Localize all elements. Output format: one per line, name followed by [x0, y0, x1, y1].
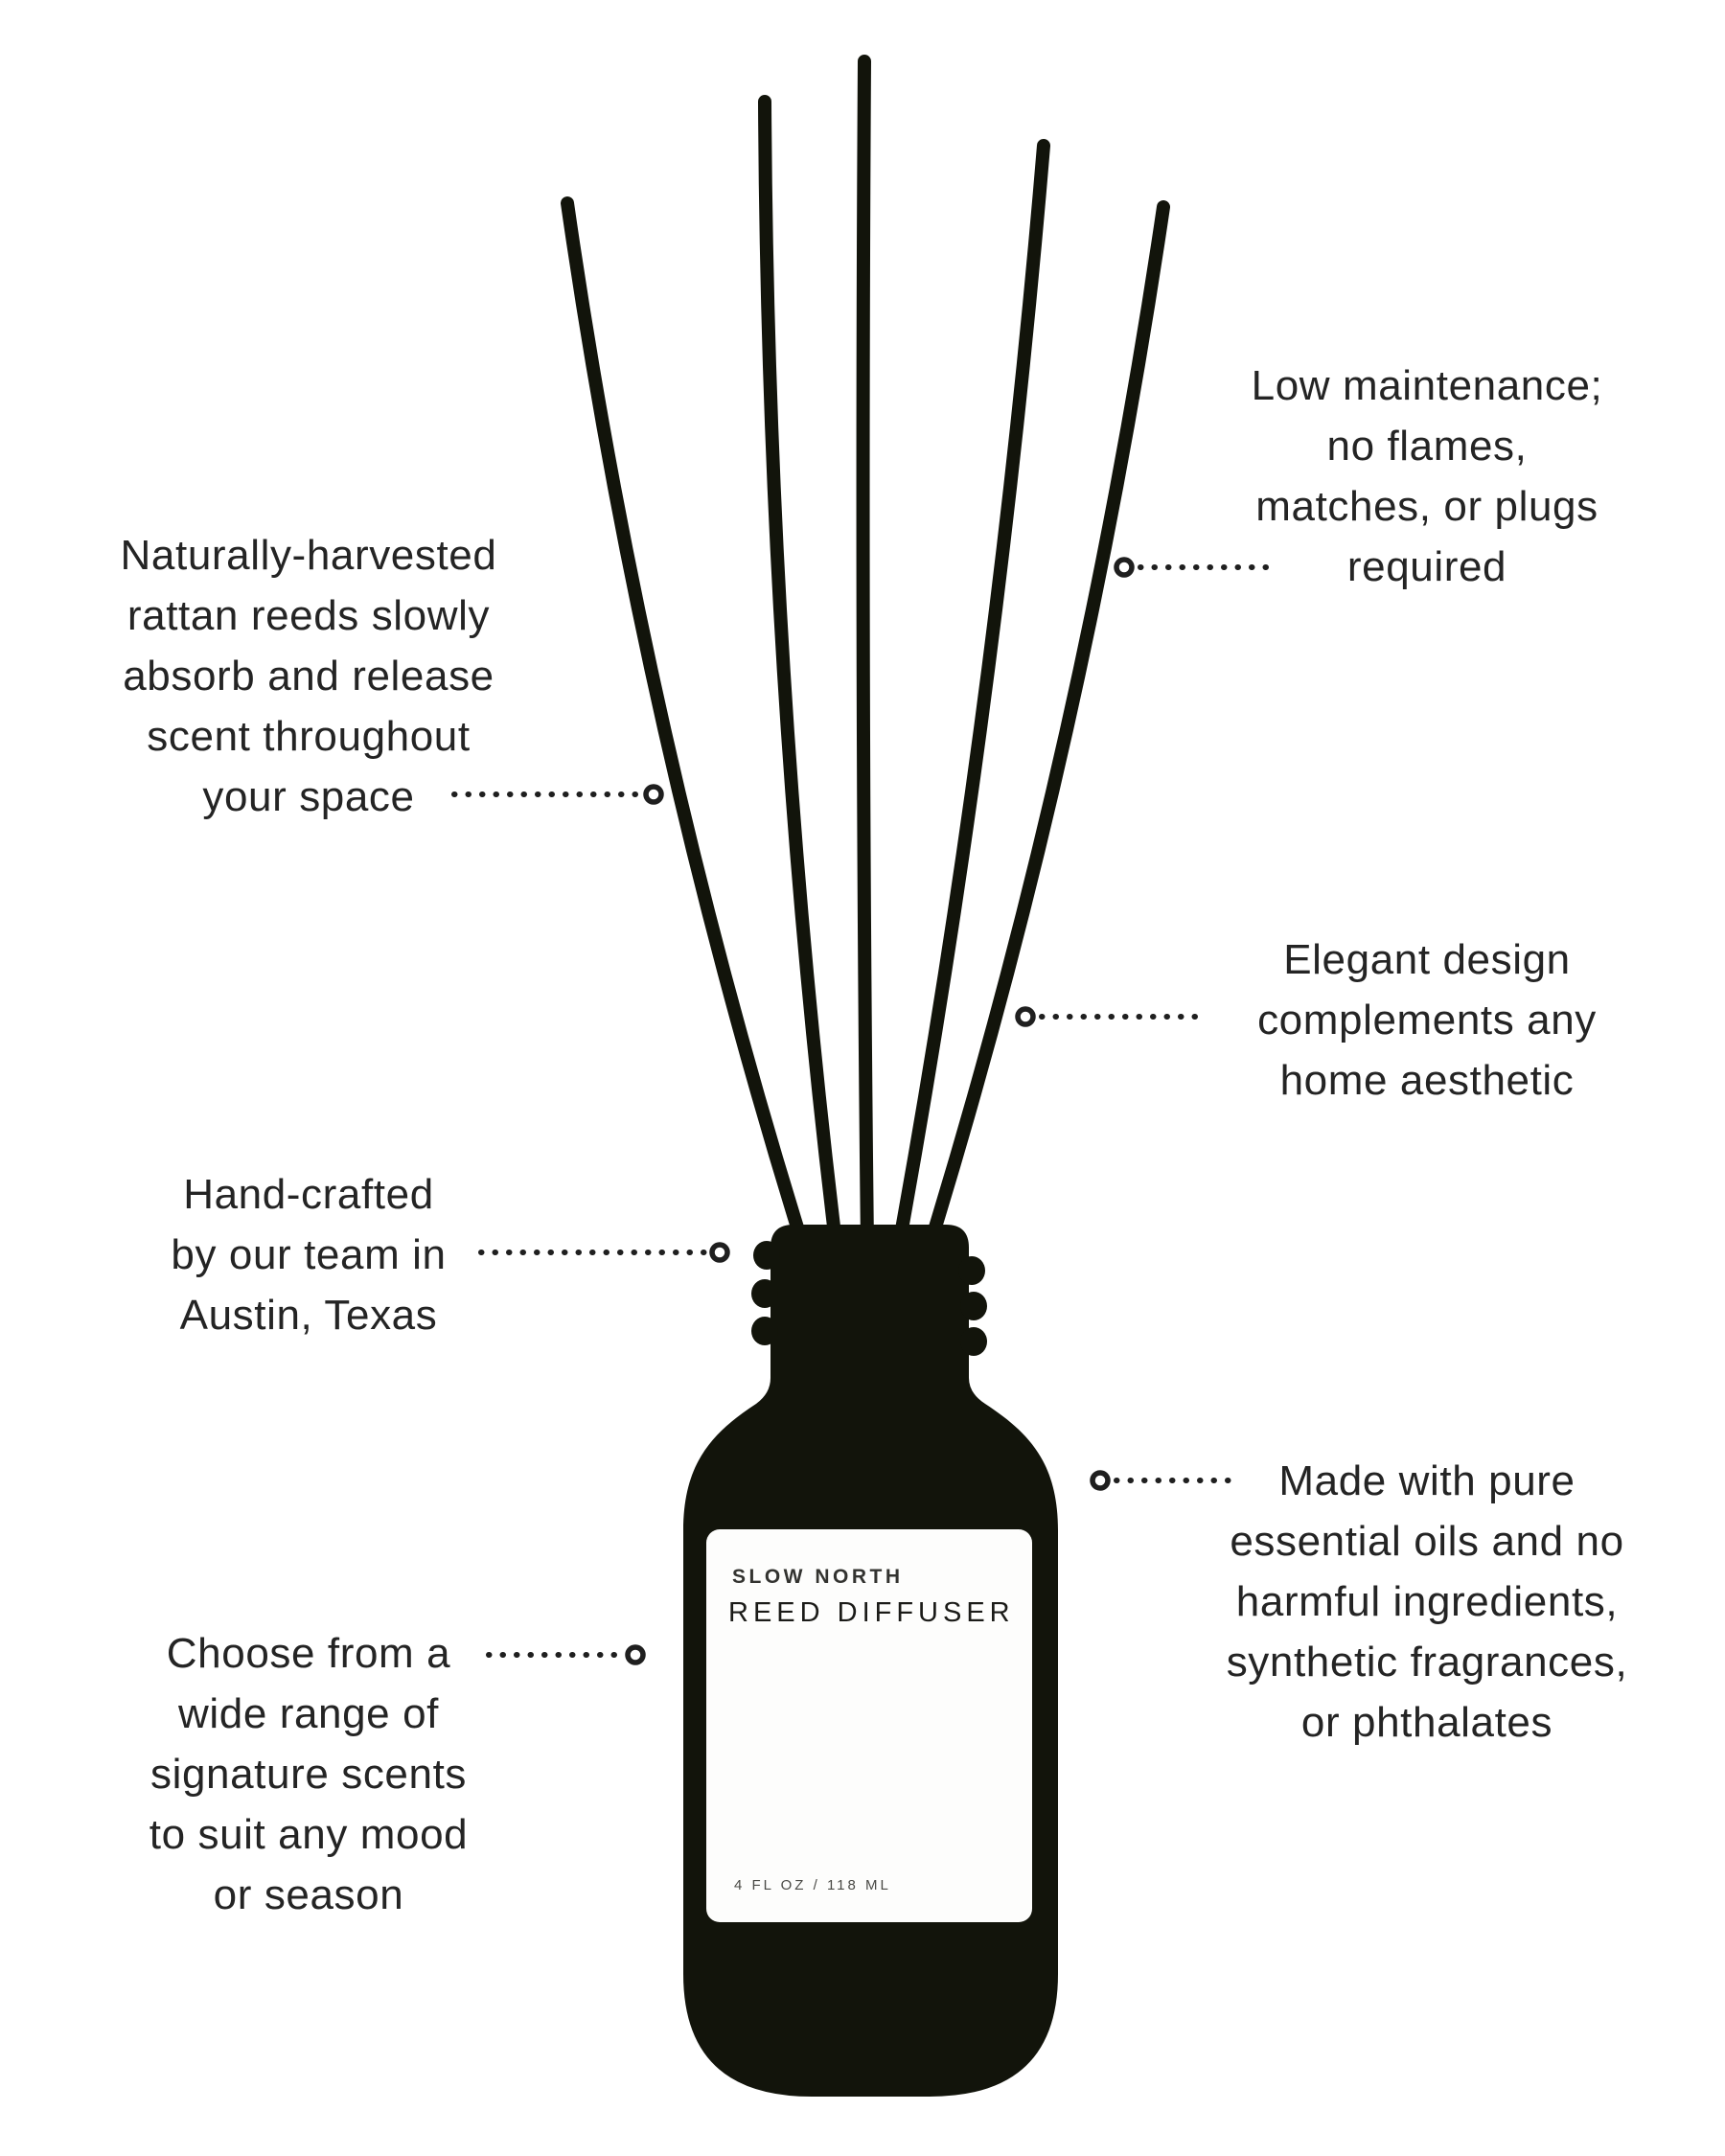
reed-icon	[561, 196, 813, 1262]
reed-group	[561, 55, 1170, 1262]
reed-icon	[891, 139, 1050, 1257]
callout-line: Made with pure	[1278, 1457, 1576, 1504]
callout-line: by our team in	[171, 1231, 447, 1278]
reed-icon	[758, 95, 843, 1257]
callout-line: Austin, Texas	[179, 1292, 438, 1339]
ring-marker-scents	[625, 1644, 646, 1665]
callout-line: or season	[213, 1871, 404, 1918]
callout-line: complements any	[1257, 997, 1597, 1044]
bottle-neck-ribs	[751, 1241, 987, 1356]
callout-line: matches, or plugs	[1255, 483, 1598, 530]
neck-rib-icon	[960, 1327, 987, 1356]
callout-elegant: Elegant design complements any home aest…	[1178, 929, 1676, 1111]
callout-line: required	[1346, 543, 1507, 590]
callout-line: your space	[202, 773, 415, 820]
callout-line: essential oils and no	[1230, 1518, 1624, 1565]
callout-line: scent throughout	[147, 713, 471, 760]
neck-rib-icon	[751, 1279, 778, 1308]
callout-rattan: Naturally-harvested rattan reeds slowly …	[59, 525, 558, 827]
neck-rib-icon	[753, 1241, 780, 1270]
callout-line: Elegant design	[1283, 936, 1571, 983]
reed-icon	[920, 200, 1170, 1262]
ring-marker-low-maintenance	[1114, 557, 1135, 578]
callout-line: wide range of	[178, 1690, 439, 1737]
callout-line: rattan reeds slowly	[126, 592, 491, 639]
label-volume: 4 FL OZ / 118 ML	[734, 1877, 891, 1893]
callout-line: Low maintenance;	[1251, 362, 1603, 409]
ring-marker-pure-oils	[1090, 1470, 1111, 1491]
callout-line: no flames,	[1326, 423, 1528, 470]
ring-marker-elegant	[1015, 1006, 1036, 1027]
neck-rib-icon	[751, 1317, 778, 1345]
callout-line: Hand-crafted	[183, 1171, 434, 1218]
ring-marker-rattan	[643, 784, 664, 805]
reed-icon	[856, 55, 874, 1252]
callout-line: signature scents	[150, 1751, 467, 1798]
leader-lines	[451, 557, 1271, 1665]
callout-pure-oils: Made with pure essential oils and no har…	[1178, 1451, 1676, 1753]
bottle-label	[706, 1529, 1032, 1922]
callout-line: harmful ingredients,	[1235, 1578, 1619, 1625]
callout-line: or phthalates	[1300, 1699, 1553, 1746]
callout-line: to suit any mood	[149, 1811, 469, 1858]
callout-scents: Choose from a wide range of signature sc…	[59, 1623, 558, 1925]
neck-rib-icon	[958, 1256, 985, 1285]
ring-marker-handcrafted	[709, 1242, 730, 1263]
callout-low-maintenance: Low maintenance; no flames, matches, or …	[1178, 356, 1676, 597]
callout-handcrafted: Hand-crafted by our team in Austin, Texa…	[59, 1164, 558, 1345]
callout-line: home aesthetic	[1279, 1057, 1575, 1104]
callout-line: Naturally-harvested	[120, 532, 497, 579]
callout-line: Choose from a	[166, 1630, 451, 1677]
label-brand: SLOW NORTH	[732, 1566, 904, 1588]
label-product: REED DIFFUSER	[728, 1597, 1015, 1628]
callout-line: absorb and release	[123, 653, 494, 700]
neck-rib-icon	[960, 1292, 987, 1320]
callout-line: synthetic fragrances,	[1226, 1639, 1628, 1686]
